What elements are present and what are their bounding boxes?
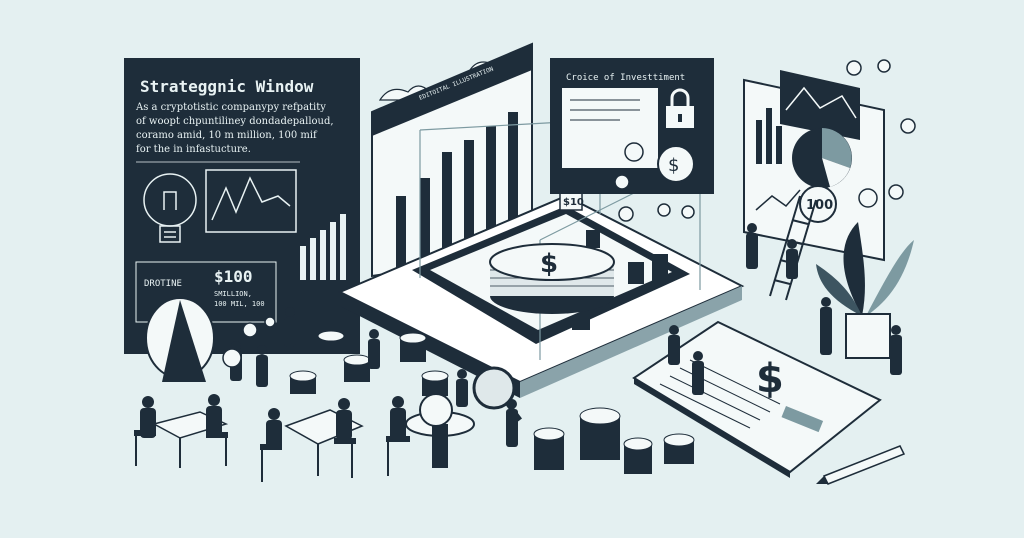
coin-badge-value: 100	[806, 198, 833, 213]
lightbulb-icon	[143, 173, 197, 243]
right-chart-panel: 100	[743, 70, 885, 262]
padlock-icon	[666, 88, 694, 128]
dollar-icon: $	[540, 249, 558, 279]
pencil-icon	[816, 445, 906, 485]
investment-choice-panel: Croice of Investtiment $	[550, 58, 714, 194]
board-line-3: coramo amid, 10 m million, 100 mif	[136, 130, 318, 141]
small-sign-value: $10	[563, 197, 584, 208]
glass-box-platform: $ $10	[337, 119, 745, 398]
large-coin-stack: $	[489, 243, 615, 314]
dollar-sculpture-icon: $	[756, 356, 784, 402]
board-bar-chart	[300, 214, 346, 280]
pie-chart-icon	[792, 128, 852, 188]
plant-icon	[816, 222, 914, 359]
meeting-tables	[151, 409, 364, 476]
right-bar-chart	[756, 108, 782, 164]
small-coin-stacks	[572, 230, 668, 330]
board-line-4: for the in infastucture.	[136, 144, 251, 155]
people-silhouettes	[134, 223, 902, 482]
foreground-coin-stacks	[289, 330, 695, 474]
board-title: Strateggnic Window	[140, 77, 314, 96]
board-label: DROTINE	[144, 279, 182, 289]
board-line-1: As a cryptotistic companypy refpatity	[135, 102, 326, 113]
board-subtext-2: 100 MIL, 100	[214, 300, 265, 308]
board-price: $100	[214, 267, 253, 286]
floating-coins	[222, 59, 916, 368]
coin-icon: $	[668, 155, 679, 176]
board-line-chart	[205, 169, 297, 233]
pyramid-sculpture	[145, 297, 215, 382]
coin-table	[405, 393, 475, 468]
investment-title: Croice of Investtiment	[566, 73, 685, 83]
board-line-2: of woopt chpuntiliney dondadepalloud,	[136, 116, 334, 127]
board-subtext-1: SMILLION,	[214, 290, 252, 298]
glass-bar-chart	[396, 112, 518, 268]
